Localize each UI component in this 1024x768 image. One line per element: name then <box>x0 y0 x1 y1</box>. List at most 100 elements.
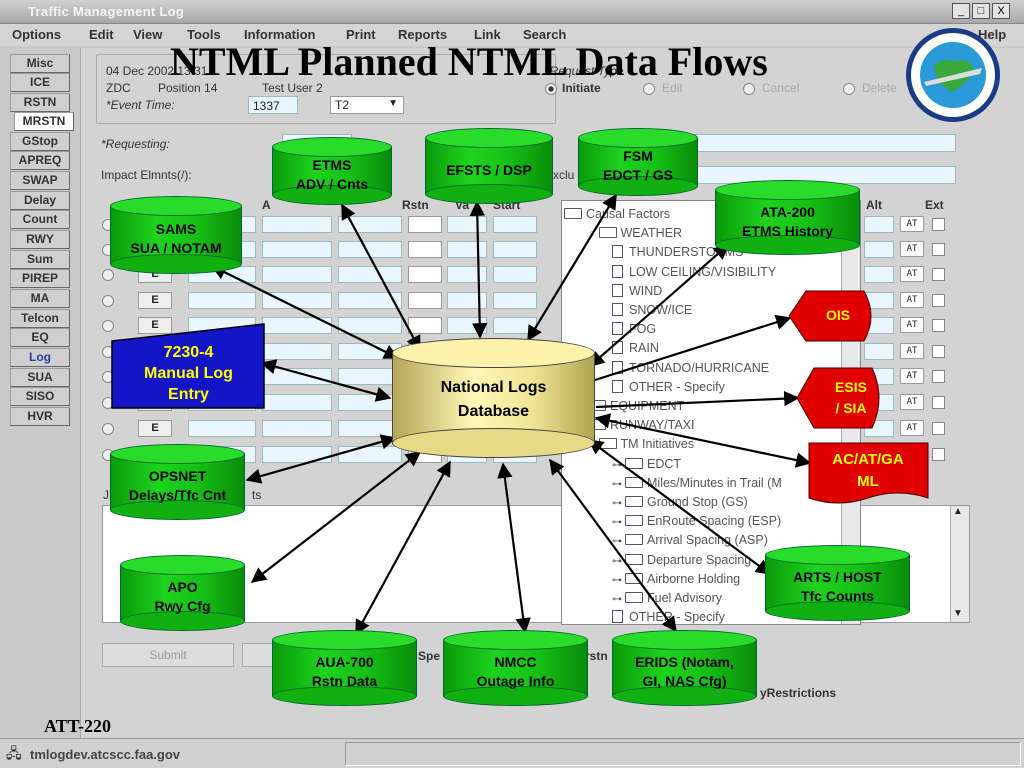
nav-apreq[interactable]: APREQ <box>10 151 70 170</box>
row-field[interactable] <box>188 420 256 437</box>
at-button[interactable]: AT <box>900 420 924 436</box>
menu-view[interactable]: View <box>133 27 163 42</box>
ext-checkbox[interactable] <box>932 448 945 461</box>
ext-checkbox[interactable] <box>932 319 945 332</box>
cylinder-top <box>110 444 245 464</box>
nav-sum[interactable]: Sum <box>10 250 70 269</box>
menu-print[interactable]: Print <box>346 27 376 42</box>
edit-radio[interactable] <box>643 83 655 95</box>
cylinder-label-line: APO <box>167 579 198 595</box>
menu-information[interactable]: Information <box>244 27 316 42</box>
ext-checkbox[interactable] <box>932 294 945 307</box>
ext-checkbox[interactable] <box>932 268 945 281</box>
nav-delay[interactable]: Delay <box>10 191 70 210</box>
row-radio[interactable] <box>102 269 114 281</box>
cylinder-label-line: AUA-700 <box>315 654 374 670</box>
acat-line-1: AC/AT/GA <box>832 451 904 468</box>
cylinder-top <box>425 128 553 148</box>
scroll-down-icon[interactable]: ▼ <box>953 608 963 619</box>
delete-label: Delete <box>862 81 897 95</box>
nav-siso[interactable]: SISO <box>10 387 70 406</box>
menu-link[interactable]: Link <box>474 27 501 42</box>
ext-checkbox[interactable] <box>932 243 945 256</box>
event-select[interactable]: T2▼ <box>330 96 404 114</box>
at-button[interactable]: AT <box>900 216 924 232</box>
remarks-scrollbar[interactable] <box>950 506 969 622</box>
alt-field[interactable] <box>864 241 894 258</box>
row-radio[interactable] <box>102 423 114 435</box>
event-time-input[interactable]: 1337 <box>248 96 298 114</box>
row-radio[interactable] <box>102 295 114 307</box>
nav-ma[interactable]: MA <box>10 289 70 308</box>
cylinder-label-line: Rwy Cfg <box>154 598 211 614</box>
at-button[interactable]: AT <box>900 317 924 333</box>
esis-text: ESIS / SIA <box>816 377 886 419</box>
menu-help[interactable]: Help <box>978 27 1007 42</box>
row-field[interactable] <box>262 216 332 233</box>
alt-field[interactable] <box>864 266 894 283</box>
initiate-radio[interactable] <box>545 83 557 95</box>
alt-field[interactable] <box>864 216 894 233</box>
minimize-button[interactable]: _ <box>952 3 970 19</box>
row-field[interactable] <box>262 241 332 258</box>
cylinder-top <box>765 545 910 565</box>
log-date: 04 Dec 2002 13:31 <box>106 64 208 78</box>
nav-count[interactable]: Count <box>10 210 70 229</box>
menu-reports[interactable]: Reports <box>398 27 448 42</box>
nav-gstop[interactable]: GStop <box>10 132 70 151</box>
at-button[interactable]: AT <box>900 292 924 308</box>
ext-checkbox[interactable] <box>932 422 945 435</box>
ext-checkbox[interactable] <box>932 370 945 383</box>
at-button[interactable]: AT <box>900 343 924 359</box>
nav-eq[interactable]: EQ <box>10 328 70 347</box>
maximize-button[interactable]: □ <box>972 3 990 19</box>
row-radio[interactable] <box>102 320 114 332</box>
menu-options[interactable]: Options <box>12 27 62 42</box>
at-button[interactable]: AT <box>900 241 924 257</box>
menu-edit[interactable]: Edit <box>89 27 114 42</box>
nav-misc[interactable]: Misc <box>10 54 70 73</box>
apo-cylinder: APO Rwy Cfg <box>120 555 245 631</box>
e-button[interactable]: E <box>138 317 172 334</box>
esis-line-2: / SIA <box>835 400 867 416</box>
nav-log[interactable]: Log <box>10 348 70 367</box>
menu-search[interactable]: Search <box>523 27 567 42</box>
ois-flag-shape <box>788 290 872 342</box>
menu-tools[interactable]: Tools <box>187 27 221 42</box>
at-button[interactable]: AT <box>900 394 924 410</box>
e-button[interactable]: E <box>138 292 172 309</box>
close-button[interactable]: X <box>992 3 1010 19</box>
ext-checkbox[interactable] <box>932 396 945 409</box>
cylinder-label-line: Outage Info <box>476 673 555 689</box>
tree-item[interactable]: OTHER - Specify <box>612 379 725 394</box>
nav-rwy[interactable]: RWY <box>10 230 70 249</box>
alt-field[interactable] <box>864 343 894 360</box>
nav-swap[interactable]: SWAP <box>10 171 70 190</box>
impact-label: Impact Elmnts(/): <box>101 168 192 182</box>
ext-checkbox[interactable] <box>932 218 945 231</box>
nav-telcon[interactable]: Telcon <box>10 309 70 328</box>
nav-pirep[interactable]: PIREP <box>10 269 70 288</box>
ext-checkbox[interactable] <box>932 345 945 358</box>
nav-mrstn[interactable]: MRSTN <box>14 112 74 131</box>
faa-seal-logo <box>906 28 1000 122</box>
nav-sua[interactable]: SUA <box>10 368 70 387</box>
nav-hvr[interactable]: HVR <box>10 407 70 426</box>
cancel-radio[interactable] <box>743 83 755 95</box>
at-button[interactable]: AT <box>900 368 924 384</box>
nav-ice[interactable]: ICE <box>10 73 70 92</box>
e-button[interactable]: E <box>138 420 172 437</box>
at-button[interactable]: AT <box>900 266 924 282</box>
cylinder-label-line: Rstn Data <box>311 673 378 689</box>
submit-button[interactable]: Submit <box>102 643 234 667</box>
delete-radio[interactable] <box>843 83 855 95</box>
nav-rstn[interactable]: RSTN <box>10 93 70 112</box>
cylinder-label-line: Database <box>457 403 530 420</box>
status-host: tmlogdev.atcscc.faa.gov <box>30 747 181 762</box>
scroll-up-icon[interactable]: ▲ <box>953 506 963 517</box>
